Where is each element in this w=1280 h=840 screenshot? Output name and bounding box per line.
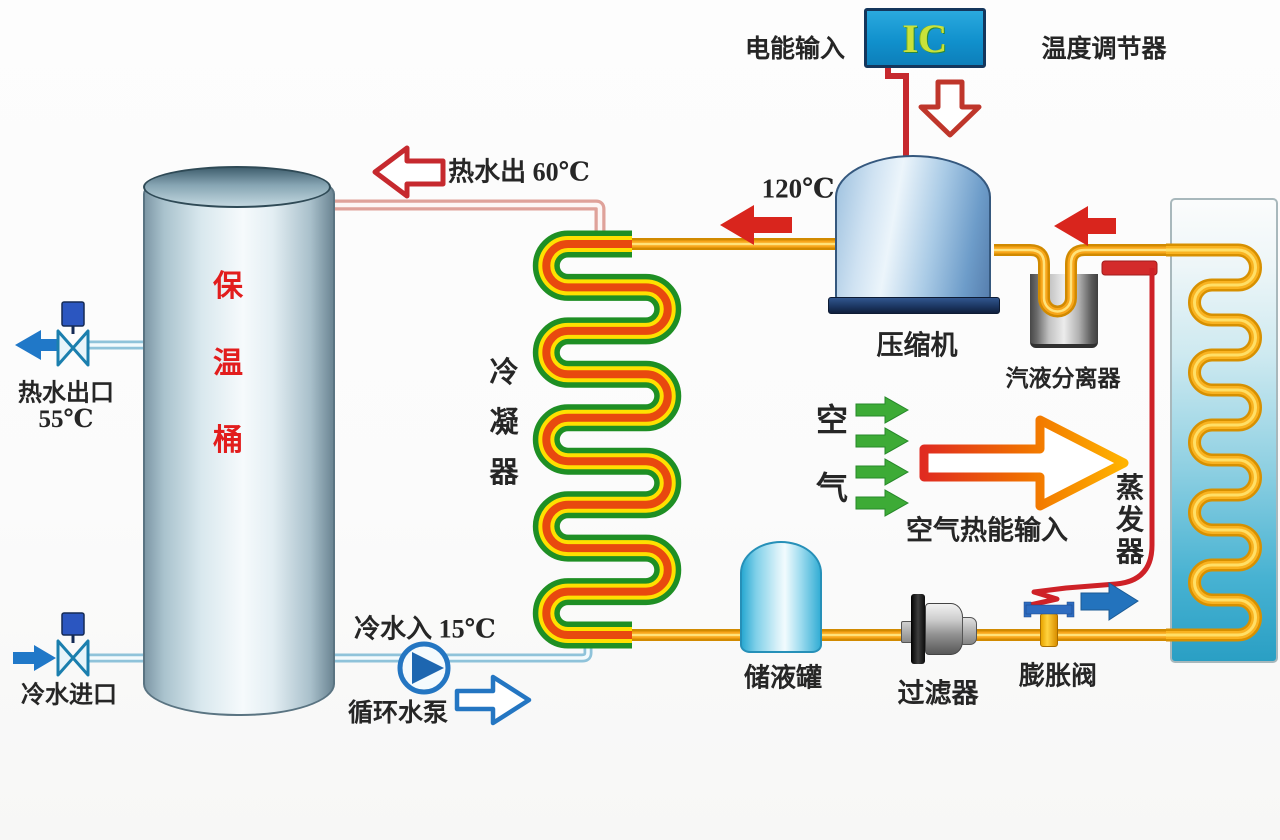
liquid-receiver <box>740 541 822 653</box>
hot-water-outlet-temp-label: 55℃ <box>38 406 94 433</box>
receiver-label: 储液罐 <box>743 663 823 693</box>
cold-water-inlet-label: 冷水进口 <box>21 682 117 709</box>
suction-pipe <box>994 244 1172 318</box>
compressor-base <box>828 297 1000 314</box>
control-wire <box>885 66 909 172</box>
power-input-label: 电能输入 <box>744 36 846 63</box>
filter-label: 过滤器 <box>897 678 979 709</box>
filter <box>925 603 963 655</box>
circulation-pump-label: 循环水泵 <box>347 700 449 727</box>
flow-arrow-left-120-icon <box>720 205 792 245</box>
control-signal-down-arrow-icon <box>918 79 982 138</box>
hot-water-outlet-arrow-icon <box>15 330 58 360</box>
capillary-line <box>1027 268 1155 613</box>
evaporator-label: 蒸 发 器 <box>1115 473 1145 568</box>
evaporator-inlet-arrow-icon <box>1080 582 1139 621</box>
cold-water-in-label: 冷水入 15℃ <box>354 614 496 644</box>
hot-water-pipe <box>322 199 606 236</box>
evaporator-coil <box>1166 243 1262 642</box>
compressor-label: 压缩机 <box>876 330 958 361</box>
cold-water-inlet-arrow-icon <box>13 645 56 671</box>
hot-water-out-label: 热水出 60℃ <box>448 157 590 187</box>
expansion-valve-handle <box>1023 601 1075 618</box>
compressor-out-temp-label: 120℃ <box>761 173 835 204</box>
temperature-regulator-label: 温度调节器 <box>1041 36 1167 63</box>
pump-flow-arrow-icon <box>454 674 532 726</box>
air-flow-arrows-icon <box>855 396 910 517</box>
air-heat-input-label: 空气热能输入 <box>906 515 1068 546</box>
hot-water-out-arrow-icon <box>372 145 446 199</box>
sensing-bulb <box>1101 260 1158 276</box>
circulation-pump-icon <box>397 641 451 695</box>
insulated-tank <box>143 168 335 716</box>
cold-water-inlet-valve-icon <box>56 612 90 677</box>
condenser-coil <box>532 230 682 649</box>
filter-outlet <box>962 617 977 645</box>
insulated-tank-top <box>143 166 331 208</box>
hot-water-outlet-label: 热水出口 <box>18 380 114 407</box>
expansion-valve-label: 膨胀阀 <box>1018 661 1098 691</box>
ic-controller: IC <box>864 8 986 68</box>
condenser-label: 冷 凝 器 <box>489 357 519 489</box>
separator-label: 汽液分离器 <box>1005 366 1121 391</box>
cold-water-pipe <box>322 641 593 663</box>
filter-flange <box>911 594 925 664</box>
tank-label: 保 温 桶 <box>213 270 243 457</box>
air-label: 空 气 <box>815 402 849 506</box>
air-heat-input-arrow-icon <box>919 415 1129 511</box>
hot-water-outlet-valve-icon <box>56 301 90 367</box>
flow-arrow-left-suction-icon <box>1054 206 1116 246</box>
